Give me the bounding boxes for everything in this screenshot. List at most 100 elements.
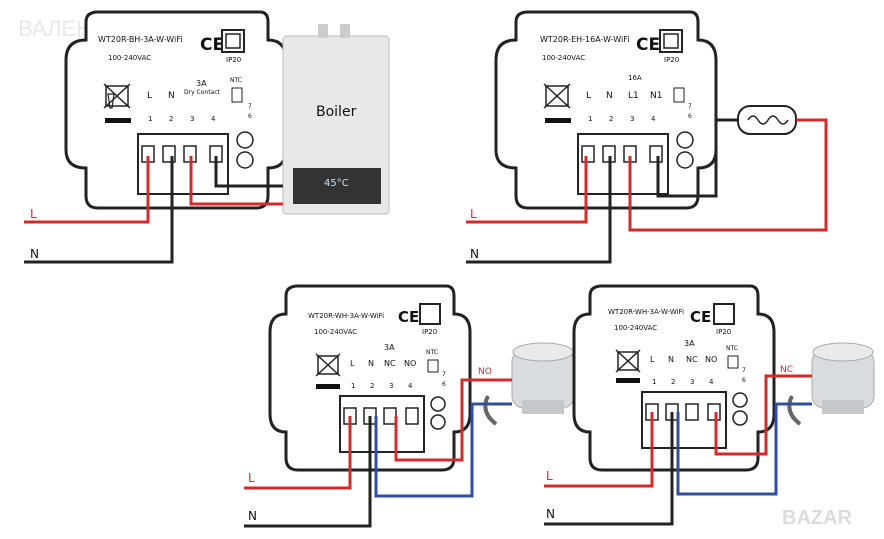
svg-text:7: 7 bbox=[248, 103, 252, 110]
wire-heater-neutral bbox=[656, 118, 738, 198]
svg-text:4: 4 bbox=[709, 378, 714, 386]
svg-text:1: 1 bbox=[148, 115, 152, 123]
wire-heater-live bbox=[628, 118, 828, 232]
weee-bin-icon bbox=[615, 349, 641, 383]
heater-element bbox=[737, 105, 797, 135]
wire-n-label: N bbox=[546, 507, 555, 521]
rating-label: 16A bbox=[628, 74, 642, 82]
thermostat-outline bbox=[64, 10, 288, 210]
ntc-block: NTC 7 6 bbox=[426, 349, 446, 388]
terminal-block bbox=[641, 391, 748, 449]
svg-text:6: 6 bbox=[442, 381, 446, 388]
svg-text:1: 1 bbox=[588, 115, 592, 123]
dry-contact-label: Dry Contact bbox=[184, 89, 221, 96]
svg-text:L1: L1 bbox=[628, 91, 639, 101]
ntc-block: NTC 7 6 bbox=[726, 345, 746, 384]
wire-n-label: N bbox=[30, 247, 39, 261]
svg-text:6: 6 bbox=[742, 377, 746, 384]
wire-live bbox=[244, 416, 352, 490]
svg-text:4: 4 bbox=[211, 115, 216, 123]
voltage-label: 100-240VAC bbox=[542, 54, 585, 62]
svg-text:N: N bbox=[606, 91, 613, 101]
svg-text:NTC: NTC bbox=[426, 349, 438, 356]
svg-text:2: 2 bbox=[370, 382, 374, 390]
svg-text:NC: NC bbox=[384, 359, 396, 368]
model-label: WT20R-WH-3A-W-WiFi bbox=[608, 308, 684, 316]
terminal-labels: L N 1 2 3 4 bbox=[147, 91, 216, 123]
svg-text:1: 1 bbox=[652, 378, 656, 386]
panel-boiler: WT20R-BH-3A-W-WiFi CE IP20 100-240VAC 3A… bbox=[24, 10, 390, 264]
wire-neutral bbox=[466, 156, 612, 264]
svg-text:7: 7 bbox=[742, 367, 746, 374]
svg-text:NO: NO bbox=[705, 355, 717, 364]
wire-valve-live bbox=[394, 378, 512, 462]
output-label: NO bbox=[478, 367, 492, 377]
svg-text:6: 6 bbox=[248, 113, 252, 120]
svg-text:N: N bbox=[368, 359, 374, 368]
ce-mark: CE bbox=[636, 35, 660, 55]
panel-valve-no: WT20R-WH-3A-W-WiFi CE IP20 100-240VAC 3A… bbox=[244, 284, 575, 528]
boiler-device: Boiler 45°C bbox=[282, 24, 390, 215]
wire-boiler-return bbox=[214, 156, 283, 188]
terminal-labels: L N NC NO 1 2 3 4 bbox=[350, 359, 416, 390]
ip-label: IP20 bbox=[422, 328, 437, 336]
model-label: WT20R-EH-16A-W-WiFi bbox=[540, 35, 629, 44]
svg-text:3: 3 bbox=[190, 115, 194, 123]
wire-valve-live bbox=[714, 374, 812, 456]
rating-label: 3A bbox=[684, 339, 695, 348]
svg-text:N: N bbox=[168, 91, 175, 101]
voltage-label: 100-240VAC bbox=[108, 54, 151, 62]
svg-text:7: 7 bbox=[442, 371, 446, 378]
ip-label: IP20 bbox=[226, 56, 241, 64]
svg-text:2: 2 bbox=[609, 115, 613, 123]
ip-label: IP20 bbox=[716, 328, 731, 336]
wire-live bbox=[466, 156, 588, 224]
svg-text:4: 4 bbox=[651, 115, 656, 123]
wire-live bbox=[544, 412, 654, 488]
panel-16a: WT20R-EH-16A-W-WiFi CE IP20 100-240VAC 1… bbox=[466, 10, 828, 264]
wire-n-label: N bbox=[470, 247, 479, 261]
wire-neutral bbox=[244, 416, 372, 528]
wire-l-label: L bbox=[546, 469, 553, 483]
voltage-label: 100-240VAC bbox=[314, 328, 357, 336]
svg-text:NC: NC bbox=[686, 355, 698, 364]
ce-mark: CE bbox=[398, 308, 419, 326]
model-label: WT20R-WH-3A-W-WiFi bbox=[308, 312, 384, 320]
weee-bin-icon bbox=[543, 83, 571, 123]
ce-mark: CE bbox=[690, 308, 711, 326]
ip-label: IP20 bbox=[664, 56, 679, 64]
ip-box bbox=[713, 303, 735, 325]
wire-n-label: N bbox=[248, 509, 257, 523]
wire-l-label: L bbox=[470, 207, 477, 221]
ntc-block: 7 6 bbox=[673, 87, 692, 120]
svg-text:L: L bbox=[350, 359, 355, 368]
wire-l-label: L bbox=[30, 207, 37, 221]
wire-neutral bbox=[544, 412, 674, 526]
svg-text:2: 2 bbox=[169, 115, 173, 123]
svg-text:3: 3 bbox=[690, 378, 694, 386]
wire-valve-neutral bbox=[374, 402, 512, 498]
ip-box bbox=[221, 29, 245, 53]
svg-text:6: 6 bbox=[688, 113, 692, 120]
terminal-block bbox=[339, 395, 446, 453]
voltage-label: 100-240VAC bbox=[614, 324, 657, 332]
svg-text:L: L bbox=[147, 91, 152, 101]
svg-text:7: 7 bbox=[688, 103, 692, 110]
svg-text:4: 4 bbox=[408, 382, 413, 390]
ntc-block: NTC 7 6 bbox=[230, 77, 252, 120]
brand-logo: BAZAR bbox=[782, 507, 853, 529]
svg-text:N: N bbox=[668, 355, 674, 364]
boiler-label: Boiler bbox=[316, 104, 357, 120]
svg-text:2: 2 bbox=[671, 378, 675, 386]
panel-valve-nc: WT20R-WH-3A-W-WiFi CE IP20 100-240VAC 3A… bbox=[544, 284, 875, 526]
ip-box bbox=[419, 303, 441, 325]
ce-mark: CE bbox=[200, 35, 224, 55]
svg-text:3: 3 bbox=[630, 115, 634, 123]
valve-actuator bbox=[787, 342, 875, 426]
wire-live bbox=[24, 156, 150, 224]
weee-bin-icon bbox=[103, 83, 131, 123]
svg-text:NO: NO bbox=[404, 359, 416, 368]
wire-boiler-live bbox=[189, 156, 283, 206]
svg-text:L: L bbox=[650, 355, 655, 364]
